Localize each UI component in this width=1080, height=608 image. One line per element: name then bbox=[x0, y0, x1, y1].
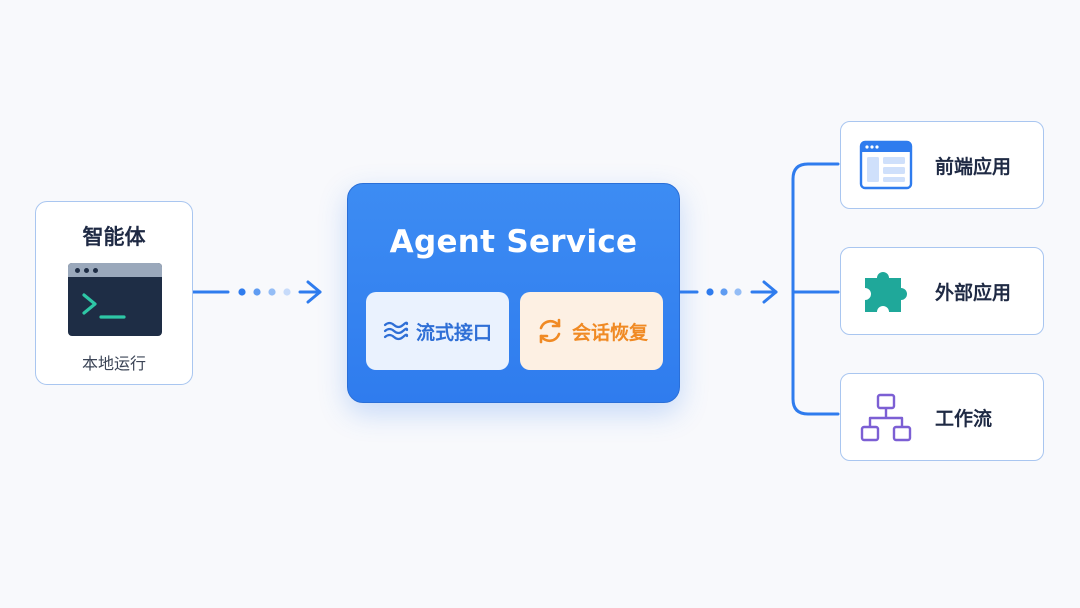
service-title: Agent Service bbox=[389, 224, 638, 260]
puzzle-piece-icon bbox=[865, 272, 907, 312]
agent-title: 智能体 bbox=[82, 225, 146, 249]
agent-card: 智能体 本地运行 bbox=[35, 201, 193, 385]
feature-stream-api: 流式接口 bbox=[366, 292, 509, 370]
target-workflow-label: 工作流 bbox=[935, 407, 993, 430]
target-frontend-app: 前端应用 bbox=[840, 121, 1044, 209]
refresh-icon bbox=[539, 318, 561, 344]
workflow-icon bbox=[860, 393, 912, 442]
branch-bracket bbox=[791, 162, 840, 416]
feature-stream-label: 流式接口 bbox=[415, 321, 492, 344]
target-external-app: 外部应用 bbox=[840, 247, 1044, 335]
arrow-service-to-targets bbox=[678, 280, 778, 304]
target-frontend-label: 前端应用 bbox=[935, 155, 1012, 178]
terminal-icon bbox=[68, 263, 162, 336]
agent-service-panel: Agent Service 流式接口 会话恢复 bbox=[347, 183, 680, 403]
agent-subtitle: 本地运行 bbox=[81, 354, 146, 373]
browser-window-icon bbox=[859, 140, 913, 190]
target-workflow: 工作流 bbox=[840, 373, 1044, 461]
target-external-label: 外部应用 bbox=[935, 281, 1012, 304]
wave-icon bbox=[383, 321, 409, 341]
feature-resume-label: 会话恢复 bbox=[571, 321, 648, 344]
arrow-agent-to-service bbox=[191, 280, 322, 304]
feature-session-resume: 会话恢复 bbox=[520, 292, 663, 370]
